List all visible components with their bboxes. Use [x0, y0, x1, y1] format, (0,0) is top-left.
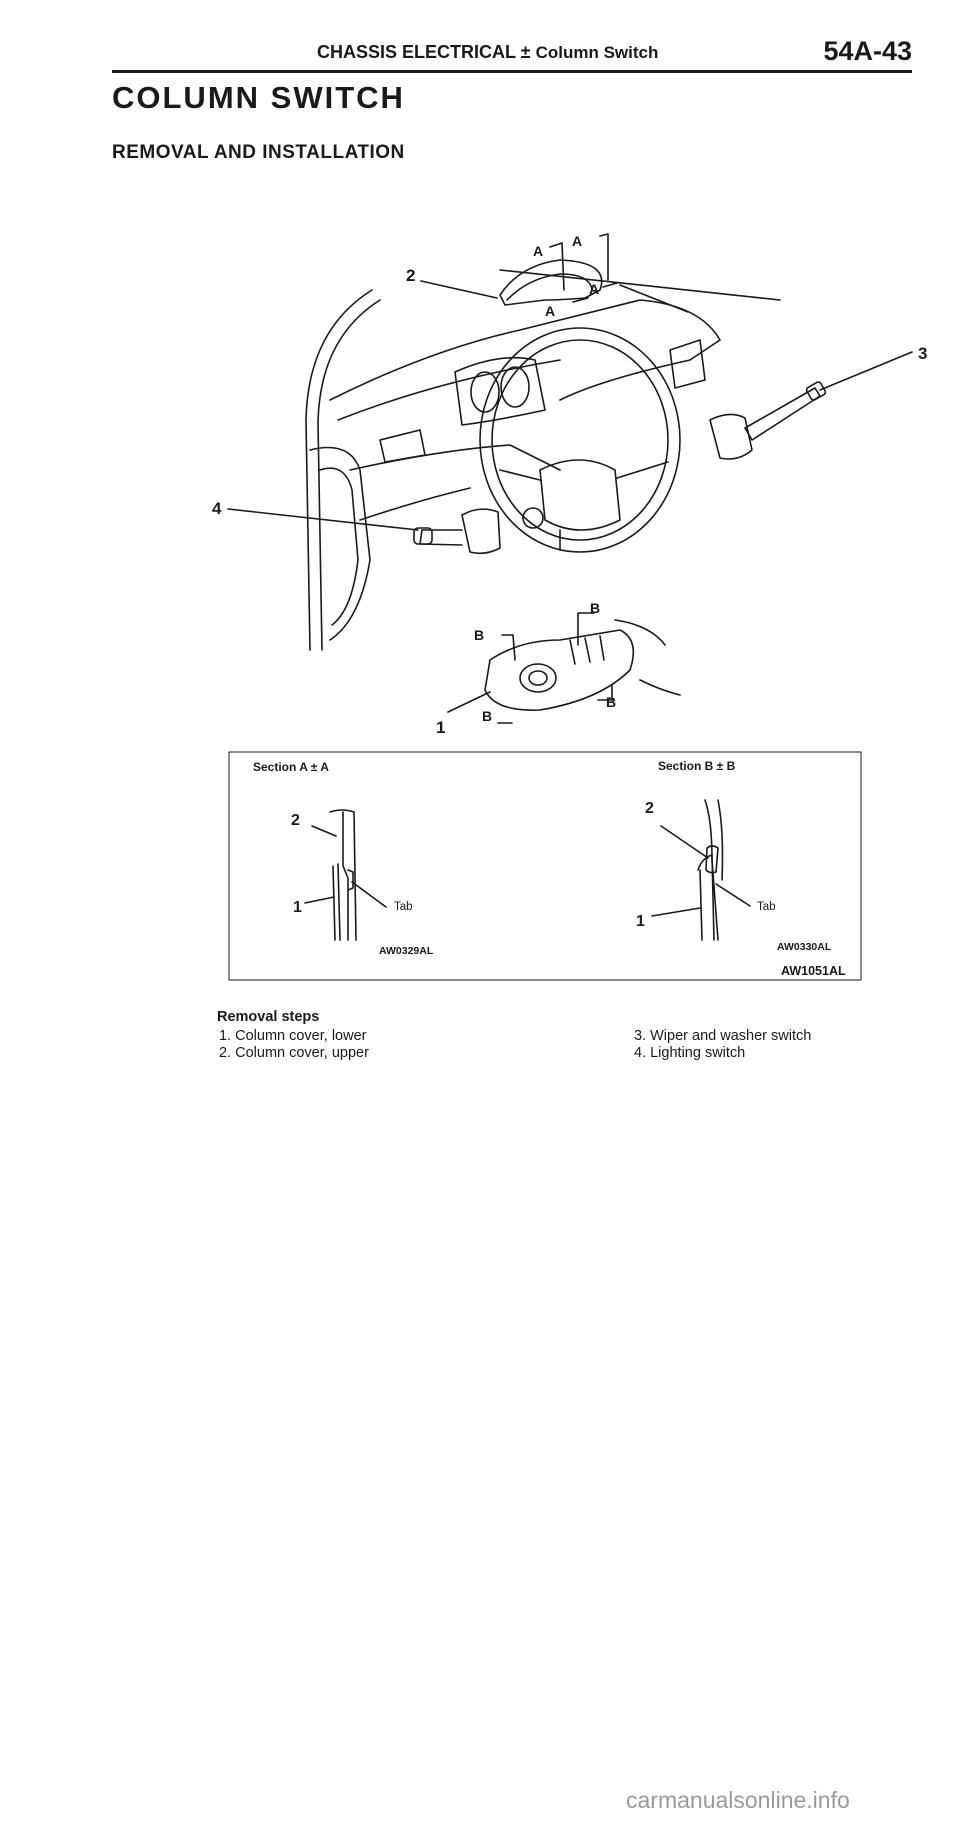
- section-a-heading: Section A ± A: [253, 760, 329, 774]
- ignition-key-hole: [519, 663, 557, 693]
- section-b-callout-1: 1: [636, 913, 645, 930]
- procedure-heading: REMOVAL AND INSTALLATION: [112, 142, 405, 163]
- header-section-title: CHASSIS ELECTRICAL ± Column Switch: [317, 42, 658, 63]
- removal-step: 4. Lighting switch: [634, 1045, 746, 1061]
- section-marker-a: A: [545, 303, 555, 319]
- floor-lines: [614, 619, 681, 696]
- section-a-callout-2: 2: [291, 812, 300, 829]
- gauge-right: [500, 366, 530, 408]
- a-pillar-line: [305, 289, 373, 651]
- section-b-leader-1: [651, 907, 701, 917]
- section-b-arrow: [577, 612, 595, 646]
- callout-2: 2: [406, 266, 415, 285]
- windshield-line: [499, 269, 781, 301]
- leader-line-1: [447, 691, 491, 713]
- column-switch-illustration: 2 3 4 1 A A A A B B B B Section A ± A Se…: [212, 233, 927, 981]
- removal-step: 3. Wiper and washer switch: [634, 1028, 812, 1044]
- column-cover-lower: [484, 629, 635, 711]
- steering-wheel-rim: [479, 327, 681, 553]
- watermark: carmanualsonline.info: [626, 1787, 850, 1813]
- section-a-cover-lower: [332, 863, 341, 941]
- side-panel: [319, 467, 359, 626]
- column-cover-ribs: [569, 635, 605, 665]
- section-b-leader-tab: [715, 883, 751, 907]
- a-pillar-line: [317, 299, 381, 651]
- page-title: COLUMN SWITCH: [112, 80, 405, 115]
- section-b-tab-label: Tab: [757, 901, 776, 913]
- section-a-arrow: [572, 297, 589, 303]
- section-b-leader-2: [660, 825, 709, 859]
- gauge-left: [470, 371, 500, 413]
- callout-1: 1: [436, 718, 445, 737]
- leader-line-2: [420, 280, 498, 299]
- callout-3: 3: [918, 344, 927, 363]
- steering-wheel-hub: [539, 459, 621, 531]
- section-b-callout-2: 2: [645, 800, 654, 817]
- section-marker-a: A: [572, 233, 582, 249]
- section-a-arrow: [602, 282, 618, 288]
- instrument-cluster: [454, 356, 546, 426]
- lighting-switch-lever: [419, 529, 463, 546]
- dashboard-vents: [379, 339, 706, 463]
- wiper-switch-body: [709, 413, 753, 460]
- section-a-arrow: [599, 233, 609, 281]
- lighting-switch-body: [461, 508, 501, 555]
- lighting-switch-knob: [413, 527, 433, 545]
- section-inset-frame: [228, 751, 862, 981]
- page-header: CHASSIS ELECTRICAL ± Column Switch 54A-4…: [112, 36, 912, 73]
- section-b-arrow: [501, 634, 516, 661]
- leader-line-4: [227, 508, 419, 531]
- section-a-arrow: [549, 242, 565, 291]
- section-a-cover-upper: [329, 809, 357, 941]
- section-a-callout-1: 1: [293, 899, 302, 916]
- section-marker-b: B: [590, 600, 600, 616]
- section-b-heading: Section B ± B: [658, 759, 736, 773]
- section-marker-a: A: [533, 243, 543, 259]
- section-a-leader-1: [304, 896, 335, 904]
- section-a-leader-tab: [351, 881, 387, 908]
- section-b-code: AW0330AL: [777, 941, 832, 953]
- section-a-tab: [347, 869, 354, 891]
- section-a-code: AW0329AL: [379, 945, 434, 957]
- removal-step: 1. Column cover, lower: [219, 1028, 367, 1044]
- ignition-key-hole-inner: [528, 670, 548, 686]
- header-subsection: Column Switch: [535, 43, 659, 62]
- dashboard-lower-outline: [349, 444, 561, 471]
- section-marker-b: B: [482, 708, 492, 724]
- column-cover-upper: [499, 259, 603, 306]
- column-cover-upper-edge: [506, 273, 593, 301]
- page-number: 54A-43: [823, 36, 912, 66]
- hazard-knob: [522, 507, 544, 529]
- section-marker-a: A: [589, 281, 599, 297]
- removal-step: 2. Column cover, upper: [219, 1045, 369, 1061]
- steering-wheel-spoke: [499, 469, 541, 481]
- steering-wheel-rim-inner: [491, 339, 669, 541]
- steering-wheel-spoke: [616, 461, 669, 479]
- dashboard-outline: [337, 359, 561, 421]
- dashboard-lower-outline: [359, 487, 471, 521]
- dashboard-outline: [329, 299, 721, 401]
- section-b-tab: [705, 845, 719, 874]
- side-panel: [309, 446, 371, 641]
- leader-line-3: [819, 351, 913, 391]
- section-b-arrow: [597, 685, 613, 701]
- section-a-cover-upper-inner: [342, 811, 349, 941]
- section-marker-b: B: [474, 627, 484, 643]
- section-b-cover-upper-inner: [717, 799, 724, 881]
- figure-code: AW1051AL: [781, 964, 846, 978]
- header-section: CHASSIS ELECTRICAL ±: [317, 42, 536, 62]
- wiper-switch-knob: [805, 381, 827, 401]
- section-a-leader-2: [311, 825, 337, 837]
- section-a-tab-label: Tab: [394, 901, 413, 913]
- removal-steps-heading: Removal steps: [217, 1009, 320, 1025]
- callout-4: 4: [212, 499, 222, 518]
- section-marker-b: B: [606, 694, 616, 710]
- section-b-cover-lower: [697, 854, 715, 941]
